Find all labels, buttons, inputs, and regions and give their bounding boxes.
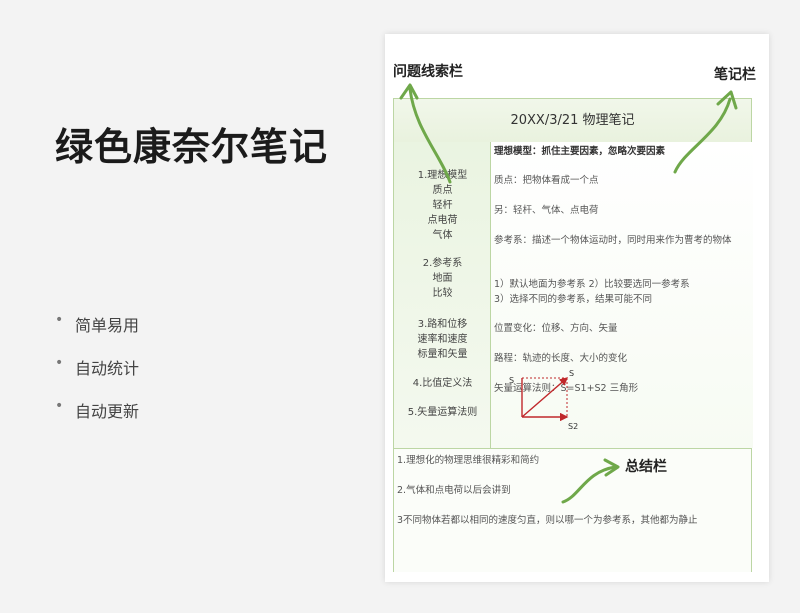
note-header: 20XX/3/21 物理笔记 [394,99,751,143]
note-line: 1）默认地面为参考系 2）比较要选同一参考系 [494,279,690,290]
annotation-arrows [399,83,738,504]
feature-item: •自动统计 [55,355,140,378]
note-line: 参考系：描述一个物体运动时，同时用来作为曹考的物体 [494,235,732,246]
summary-line: 3不同物体若都以相同的速度匀直，则以哪一个为参考系，其他都为静止 [397,515,698,526]
cue-group: 2.参考系 地面 比较 [422,258,463,299]
note-line: 位置变化：位移、方向、矢量 [494,323,618,334]
feature-list: •简单易用 •自动统计 •自动更新 [55,312,139,441]
feature-item: •简单易用 [55,312,140,335]
note-frame: 20XX/3/21 物理笔记 1.理想模型 质点 轻杆 点电荷 气体 2.参考系… [393,98,753,572]
cue-group: 3.路和位移 速率和速度 标量和矢量 [417,319,468,360]
cue-group: 1.理想模型 质点 轻杆 点电荷 气体 [417,170,468,241]
summary-arrow [561,465,617,504]
cue-column: 1.理想模型 质点 轻杆 点电荷 气体 2.参考系 地面 比较 3.路和位移 速… [394,142,491,448]
note-line: 另：轻杆、气体、点电荷 [494,205,599,216]
cue-group: 4.比值定义法 [412,378,473,389]
summary-label: 总结栏 [625,459,667,475]
label-s: S [569,369,574,378]
notes-column-label: 笔记栏 [714,67,756,83]
label-s2: S2 [568,422,578,431]
cornell-note-sheet: 问题线索栏 笔记栏 20XX/3/21 物理笔记 1.理想模型 质点 轻杆 点电… [385,34,769,582]
bullet-icon: • [55,312,64,328]
page-title: 绿色康奈尔笔记 [55,125,329,169]
summary-line: 2.气体和点电荷以后会讲到 [397,485,511,496]
note-line: 3）选择不同的参考系，结果可能不同 [494,294,653,305]
cue-arrow [408,87,452,184]
bullet-icon: • [55,355,64,371]
arrow-head-icon [716,90,738,110]
cue-column-label: 问题线索栏 [393,64,463,80]
note-line: 矢量运算法则：S=S1+S2 三角形 [494,383,639,394]
vector-s [521,377,569,418]
label-s1: S [509,376,514,385]
notes-arrow [673,97,732,174]
arrow-head-icon [603,458,620,477]
note-line: 质点：把物体看成一个点 [494,175,599,186]
feature-item: •自动更新 [55,398,140,421]
bullet-icon: • [55,398,64,414]
note-line: 路程：轨迹的长度、大小的变化 [494,353,628,364]
summary-line: 1.理想化的物理思维很精彩和简约 [397,455,540,466]
vector-triangle-diagram: S S S2 [509,369,578,431]
note-line: 理想模型：抓住主要因素，忽略次要因素 [494,146,666,157]
summary-section: 1.理想化的物理思维很精彩和简约 2.气体和点电荷以后会讲到 3不同物体若都以相… [394,448,751,572]
cue-group: 5.矢量运算法则 [407,407,478,418]
notes-area: 理想模型：抓住主要因素，忽略次要因素 质点：把物体看成一个点 另：轻杆、气体、点… [491,142,753,448]
arrow-head-icon [399,83,419,100]
